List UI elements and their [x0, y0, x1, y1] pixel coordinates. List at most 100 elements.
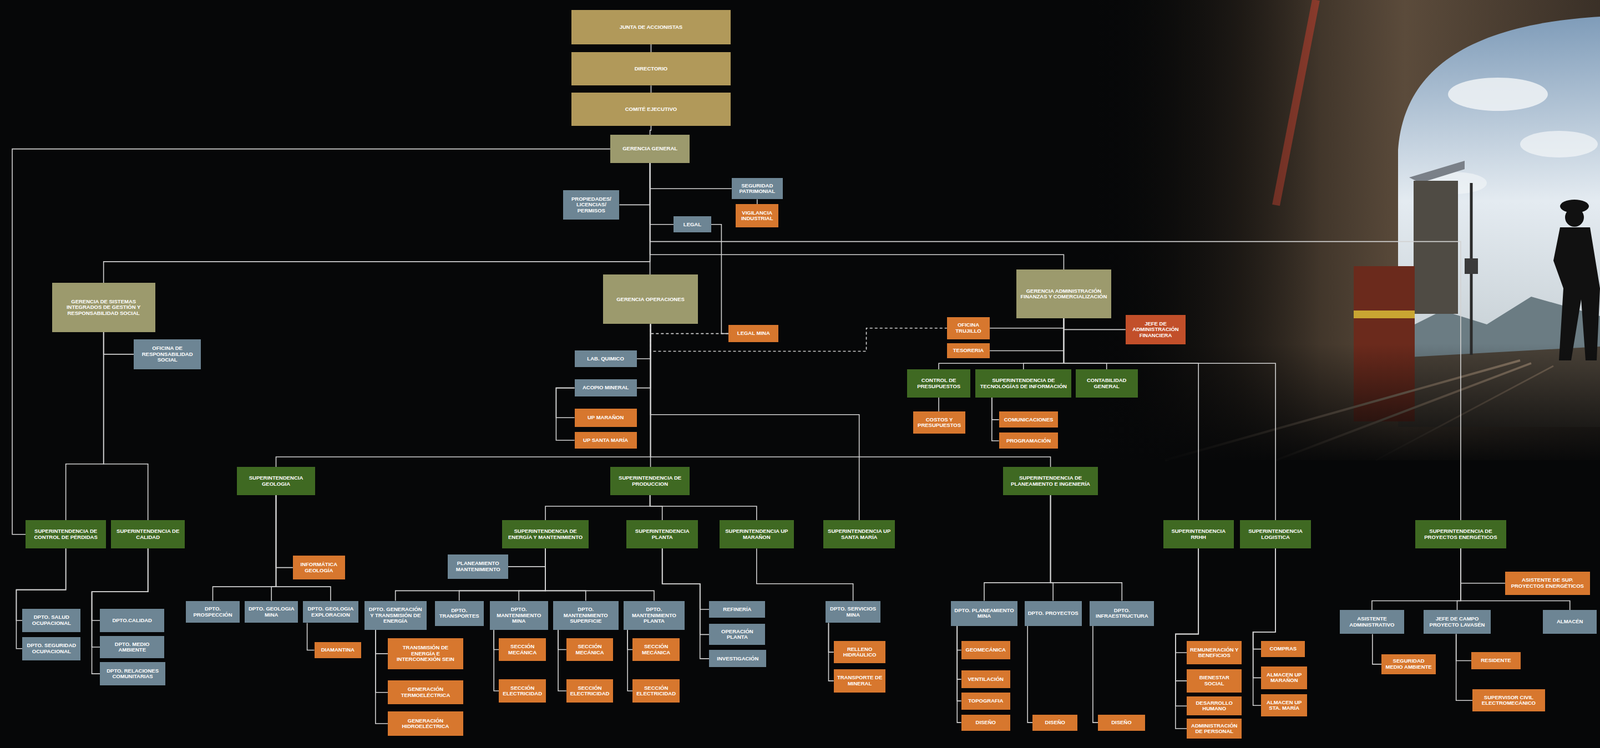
connector-line	[650, 323, 729, 334]
node-label: DPTO. SEGURIDAD OCUPACIONAL	[24, 642, 79, 655]
photo-fade	[1087, 343, 1600, 467]
section-box: TESORERIA	[947, 343, 990, 359]
node-label: COSTOS Y PRESUPUESTOS	[915, 417, 964, 429]
node-label: ASISTENTE ADMINISTRATIVO	[1342, 616, 1402, 629]
department-box: DPTO. PROYECTOS	[1024, 601, 1082, 627]
node-label: DPTO.CALIDAD	[102, 618, 162, 624]
connector-line	[555, 388, 575, 419]
connector-line	[1092, 626, 1098, 723]
department-box: REFINERÍA	[709, 601, 766, 619]
connector-line	[1372, 634, 1382, 665]
connector-line	[828, 623, 834, 653]
superintendence-box: SUPERINTENDENCIA DE TECNOLOGÍAS DE INFOR…	[975, 369, 1072, 398]
node-label: DIAMANTINA	[316, 647, 360, 653]
department-box: OFICINA DE RESPONSABILIDAD SOCIAL	[133, 339, 201, 370]
node-label: PLANEAMIENTO MANTENIMIENTO	[449, 560, 506, 573]
connector-line	[989, 318, 1064, 329]
node-label: SECCIÓN ELECTRICIDAD	[568, 685, 612, 698]
section-box: SECCIÓN MECÁNICA	[566, 638, 614, 662]
superintendence-box: SUPERINTENDENCIA UP MARAÑON	[719, 520, 794, 549]
connector-line	[627, 630, 633, 692]
connector-line	[957, 626, 961, 702]
node-label: DIRECTORIO	[573, 66, 729, 72]
node-label: COMUNICACIONES	[1001, 417, 1057, 423]
connector-line	[662, 548, 710, 610]
node-label: UP SANTA MARÍA	[576, 437, 635, 444]
department-box: DPTO. GEOLOGIA EXPLORACION	[302, 601, 358, 624]
section-box: SECCIÓN ELECTRICIDAD	[566, 679, 614, 703]
department-box: DPTO. GENERACIÓN Y TRANSMISIÓN DE ENERGÍ…	[364, 601, 427, 631]
node-label: ACOPIO MINERAL	[576, 385, 635, 391]
node-label: OFICINA DE RESPONSABILIDAD SOCIAL	[135, 345, 199, 363]
connector-line	[307, 623, 315, 651]
node-label: SUPERVISOR CIVIL ELECTROMECÁNICO	[1474, 695, 1543, 707]
superintendence-box: SUPERINTENDENCIA DE PRODUCCION	[610, 467, 690, 496]
connector-line	[12, 149, 611, 535]
connector-line	[1456, 634, 1473, 701]
node-label: OPERACIÓN PLANTA	[711, 629, 763, 641]
superintendence-box: CONTABILIDAD GENERAL	[1075, 369, 1138, 398]
node-label: JEFE DE ADMINISTRACIÓN FINANCIERA	[1127, 321, 1184, 339]
department-box: DPTO. RELACIONES COMUNITARIAS	[99, 662, 166, 686]
node-label: RESIDENTE	[1473, 657, 1518, 664]
section-box: SECCIÓN MECÁNICA	[498, 638, 546, 662]
management-box: GERENCIA DE SISTEMAS INTEGRADOS DE GESTI…	[52, 282, 156, 333]
node-label: ADMINISTRACIÓN DE PERSONAL	[1188, 723, 1240, 736]
node-label: TESORERIA	[949, 347, 988, 354]
department-box: DPTO. SEGURIDAD OCUPACIONAL	[22, 637, 81, 661]
connector-line	[375, 630, 388, 693]
node-label: JUNTA DE ACCIONISTAS	[573, 24, 729, 30]
connector-line	[627, 630, 633, 650]
section-box: DIAMANTINA	[314, 642, 362, 659]
connector-line	[103, 163, 651, 283]
section-box: SECCIÓN ELECTRICIDAD	[498, 679, 546, 703]
node-label: REFINERÍA	[711, 606, 763, 613]
department-box: DPTO. MANTENIMIENTO MINA	[489, 601, 549, 631]
node-label: SECCIÓN ELECTRICIDAD	[634, 685, 678, 698]
section-box: TRANSMISIÓN DE ENERGÍA E INTERCONEXIÓN S…	[387, 638, 464, 670]
node-label: TOPOGRAFIA	[963, 698, 1009, 705]
node-label: ALMACÉN	[1545, 619, 1595, 625]
section-box: SECCIÓN MECÁNICA	[632, 638, 680, 662]
connector-line	[938, 397, 940, 412]
node-label: DISEÑO	[1100, 720, 1143, 726]
section-box: ADMINISTRACIÓN DE PERSONAL	[1186, 719, 1242, 739]
connector-line	[271, 495, 276, 602]
connector-line	[555, 388, 575, 441]
node-label: DESARROLLO HUMANO	[1188, 700, 1240, 713]
section-box: RESIDENTE	[1471, 652, 1521, 670]
section-box: SECCIÓN ELECTRICIDAD	[632, 679, 680, 703]
node-label: SUPERINTENDENCIA DE PLANEAMIENTO E INGEN…	[1005, 475, 1096, 488]
connector-line	[493, 630, 499, 692]
node-label: SUPERINTENDENCIA UP SANTA MARÍA	[825, 528, 893, 541]
node-label: DPTO. MANTENIMIENTO PLANTA	[625, 606, 683, 625]
node-label: SUPERINTENDENCIA PLANTA	[628, 528, 696, 541]
connector-line	[650, 85, 652, 93]
section-box: DISEÑO	[961, 715, 1011, 732]
node-label: SUPERINTENDENCIA DE TECNOLOGÍAS DE INFOR…	[977, 377, 1070, 390]
superintendence-box: SUPERINTENDENCIA GEOLOGIA	[236, 467, 316, 496]
section-box: PROGRAMACIÓN	[999, 432, 1059, 449]
superintendence-box: SUPERINTENDENCIA RRHH	[1163, 520, 1234, 549]
section-box: REMUNERACIÓN Y BENEFICIOS	[1186, 641, 1242, 665]
department-box: ASISTENTE ADMINISTRATIVO	[1339, 610, 1405, 635]
connector-line	[636, 323, 651, 388]
cloud	[1520, 130, 1598, 158]
section-box: OFICINA TRUJILLO	[947, 317, 990, 340]
node-label: PROPIEDADES/ LICENCIAS/ PERMISOS	[565, 196, 617, 214]
node-label: DISEÑO	[1034, 720, 1076, 726]
connector-line	[375, 630, 388, 724]
node-label: INFORMÁTICA GEOLOGÍA	[295, 561, 343, 574]
section-box: COMUNICACIONES	[999, 411, 1059, 428]
section-box: VENTILACIÓN	[961, 670, 1011, 690]
shed	[1413, 180, 1458, 315]
section-box: LEGAL MINA	[728, 325, 779, 343]
connector-line	[1456, 634, 1472, 661]
connector-line	[92, 548, 149, 648]
department-box: OPERACIÓN PLANTA	[709, 624, 766, 646]
cloud	[1447, 77, 1548, 111]
board-box: DIRECTORIO	[571, 52, 731, 86]
connector-line	[518, 548, 546, 601]
connector-line	[650, 163, 732, 189]
